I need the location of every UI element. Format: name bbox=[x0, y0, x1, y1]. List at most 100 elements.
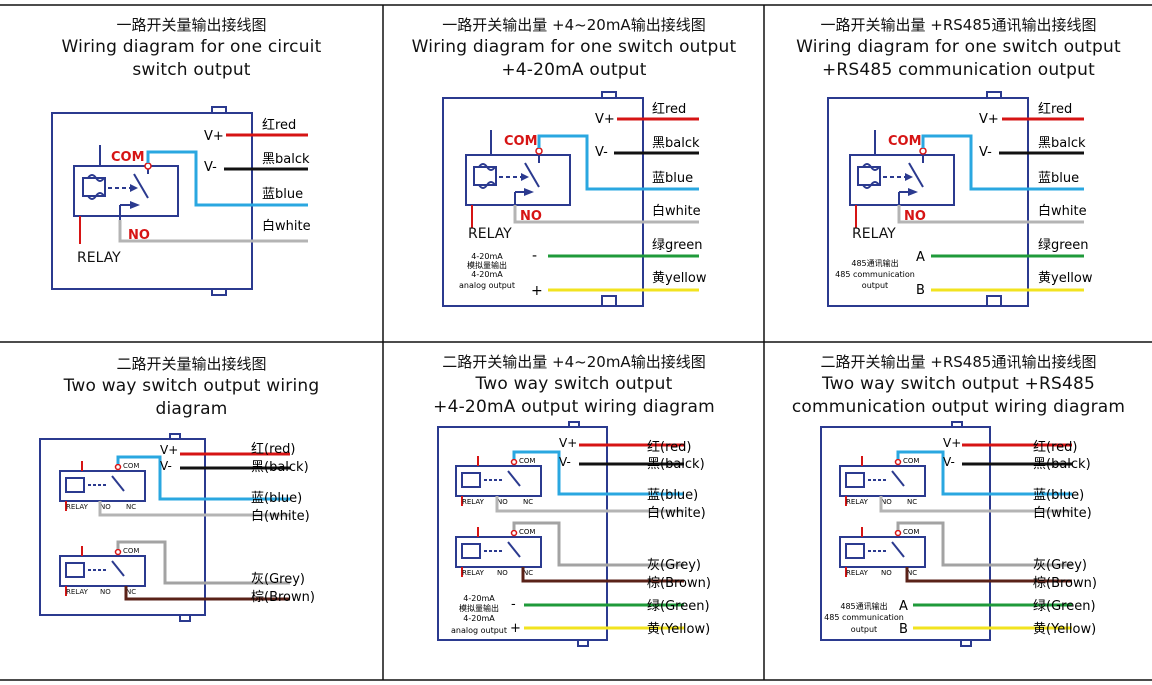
relay-coil-icon bbox=[473, 166, 497, 186]
relay-com-label: COM bbox=[519, 457, 535, 465]
relay-label: RELAY bbox=[846, 569, 869, 577]
aux-label-line: 4-20mA bbox=[471, 252, 503, 261]
relay-no-label: NO bbox=[881, 569, 892, 577]
aux-label-line: analog output bbox=[459, 281, 515, 290]
relay-label: RELAY bbox=[77, 250, 121, 266]
relay-coil-icon bbox=[461, 543, 481, 559]
wiring-diagram: COM NO RELAY V+ V- 红red 黑balck 蓝blue 白wh… bbox=[51, 106, 311, 296]
wiring-diagram: COM RELAY NO NC COM RELAY NO NC V+ V- - … bbox=[437, 421, 711, 647]
title-zh: 一路开关输出量 +RS485通讯输出接线图 bbox=[820, 16, 1097, 34]
wire-label-green: 绿(Green) bbox=[1033, 599, 1096, 614]
title-zh: 一路开关量输出接线图 bbox=[116, 16, 267, 34]
terminal-sign-v-minus: V- bbox=[160, 459, 172, 473]
wire-label-white: 白white bbox=[262, 218, 311, 234]
panel-title: 一路开关量输出接线图 Wiring diagram for one circui… bbox=[0, 14, 383, 82]
relay-module-1 bbox=[59, 461, 146, 511]
wiring-diagram: COM NO RELAY V+ V- A B 485通讯输出 485 commu… bbox=[827, 91, 1093, 307]
relay-com-label: COM bbox=[903, 528, 919, 536]
terminal-sign-v-minus: V- bbox=[204, 160, 217, 175]
title-en-line2: diagram bbox=[155, 399, 228, 419]
mount-tab bbox=[986, 295, 1002, 307]
relay-com-label: COM bbox=[111, 150, 145, 165]
wire-label-black: 黑balck bbox=[1038, 136, 1086, 151]
title-en-line2: switch output bbox=[132, 60, 251, 80]
terminal-sign-v-minus: V- bbox=[979, 145, 992, 160]
aux-label-line: 485 communication bbox=[824, 613, 904, 622]
wire-label-blue: 蓝(blue) bbox=[251, 491, 302, 506]
wire-label-green: 绿green bbox=[1038, 238, 1089, 253]
title-en-line1: Wiring diagram for one circuit bbox=[61, 37, 322, 57]
wire-label-blue: 蓝blue bbox=[1038, 171, 1079, 186]
aux-label-line: 485通讯输出 bbox=[851, 258, 898, 268]
relay-coil-icon bbox=[461, 472, 481, 488]
title-en-line2: +4-20mA output wiring diagram bbox=[433, 397, 715, 417]
aux-label-line: output bbox=[862, 281, 888, 290]
relay-label: RELAY bbox=[468, 226, 512, 242]
wire-label-black: 黑(balck) bbox=[251, 460, 309, 475]
mount-tab bbox=[169, 433, 181, 440]
aux-label-line: analog output bbox=[451, 626, 507, 635]
wire-label-grey: 灰(Grey) bbox=[1033, 558, 1087, 573]
relay-com-label: COM bbox=[888, 134, 922, 149]
aux-sign-a: A bbox=[899, 599, 908, 614]
relay-label: RELAY bbox=[66, 588, 89, 596]
relay-module-2 bbox=[59, 546, 146, 596]
aux-sign-b: B bbox=[916, 283, 925, 298]
wire-label-green: 绿green bbox=[652, 238, 703, 253]
panel-title: 二路开关输出量 +4~20mA输出接线图 Two way switch outp… bbox=[384, 351, 764, 419]
mount-tab bbox=[601, 91, 617, 99]
aux-sign-minus: - bbox=[532, 248, 537, 264]
wire-label-black: 黑(balck) bbox=[647, 457, 705, 472]
panel-two-way-rs485: 二路开关输出量 +RS485通讯输出接线图 Two way switch out… bbox=[765, 343, 1152, 680]
relay-no-label: NO bbox=[128, 228, 150, 243]
relay-com-label: COM bbox=[903, 457, 919, 465]
relay-no-label: NO bbox=[100, 588, 111, 596]
terminal-sign-v-plus: V+ bbox=[943, 436, 961, 450]
relay-coil-icon bbox=[82, 177, 106, 197]
title-en-line2: +RS485 communication output bbox=[821, 60, 1096, 80]
relay-com-label: COM bbox=[504, 134, 538, 149]
relay-no-label: NO bbox=[100, 503, 111, 511]
wire-label-black: 黑balck bbox=[262, 152, 310, 167]
relay-label: RELAY bbox=[846, 498, 869, 506]
aux-label-line: 模拟量输出 bbox=[467, 260, 507, 270]
wiring-diagram: COM RELAY NO NC COM RELAY NO NC V+ V- 红(… bbox=[39, 433, 315, 622]
relay-module bbox=[849, 130, 955, 228]
wire-label-blue: 蓝(blue) bbox=[1033, 488, 1084, 503]
terminal-sign-v-minus: V- bbox=[559, 455, 571, 469]
relay-no-label: NO bbox=[497, 569, 508, 577]
wire-label-red: 红(red) bbox=[1033, 439, 1077, 455]
terminal-sign-v-plus: V+ bbox=[559, 436, 577, 450]
mount-tab bbox=[568, 421, 580, 428]
relay-label: RELAY bbox=[462, 569, 485, 577]
wiring-diagram: COM RELAY NO NC COM RELAY NO NC V+ V- A … bbox=[820, 421, 1097, 647]
relay-nc-label: NC bbox=[523, 498, 533, 506]
wire-label-red: 红red bbox=[652, 101, 686, 117]
panel-one-switch-rs485: 一路开关输出量 +RS485通讯输出接线图 Wiring diagram for… bbox=[765, 6, 1152, 342]
aux-label-line: 485通讯输出 bbox=[840, 601, 887, 611]
relay-coil-icon bbox=[845, 543, 865, 559]
mount-tab bbox=[577, 639, 589, 647]
relay-module-2 bbox=[455, 527, 542, 577]
panel-one-switch-4-20ma: 一路开关输出量 +4~20mA输出接线图 Wiring diagram for … bbox=[384, 6, 764, 342]
aux-label-line: output bbox=[851, 625, 877, 634]
relay-no-label: NO bbox=[497, 498, 508, 506]
mount-tab bbox=[211, 288, 227, 296]
wire-label-red: 红(red) bbox=[251, 441, 295, 457]
title-en-line2: +4-20mA output bbox=[501, 60, 647, 80]
relay-no-label: NO bbox=[904, 209, 926, 224]
wire-label-grey: 灰(Grey) bbox=[647, 558, 701, 573]
relay-coil-icon bbox=[65, 562, 85, 578]
title-en-line1: Two way switch output wiring bbox=[63, 376, 320, 396]
relay-module-2 bbox=[839, 527, 926, 577]
wire-label-black: 黑(balck) bbox=[1033, 457, 1091, 472]
title-zh: 二路开关输出量 +RS485通讯输出接线图 bbox=[820, 353, 1097, 371]
wire-label-yellow: 黄(Yellow) bbox=[647, 622, 710, 637]
terminal-sign-v-plus: V+ bbox=[595, 112, 615, 127]
mount-tab bbox=[951, 421, 963, 428]
wire-label-white: 白white bbox=[1038, 203, 1087, 219]
aux-label-line: 模拟量输出 bbox=[459, 603, 499, 613]
panel-title: 二路开关输出量 +RS485通讯输出接线图 Two way switch out… bbox=[765, 351, 1152, 419]
terminal-sign-v-minus: V- bbox=[595, 145, 608, 160]
aux-sign-minus: - bbox=[511, 597, 516, 612]
